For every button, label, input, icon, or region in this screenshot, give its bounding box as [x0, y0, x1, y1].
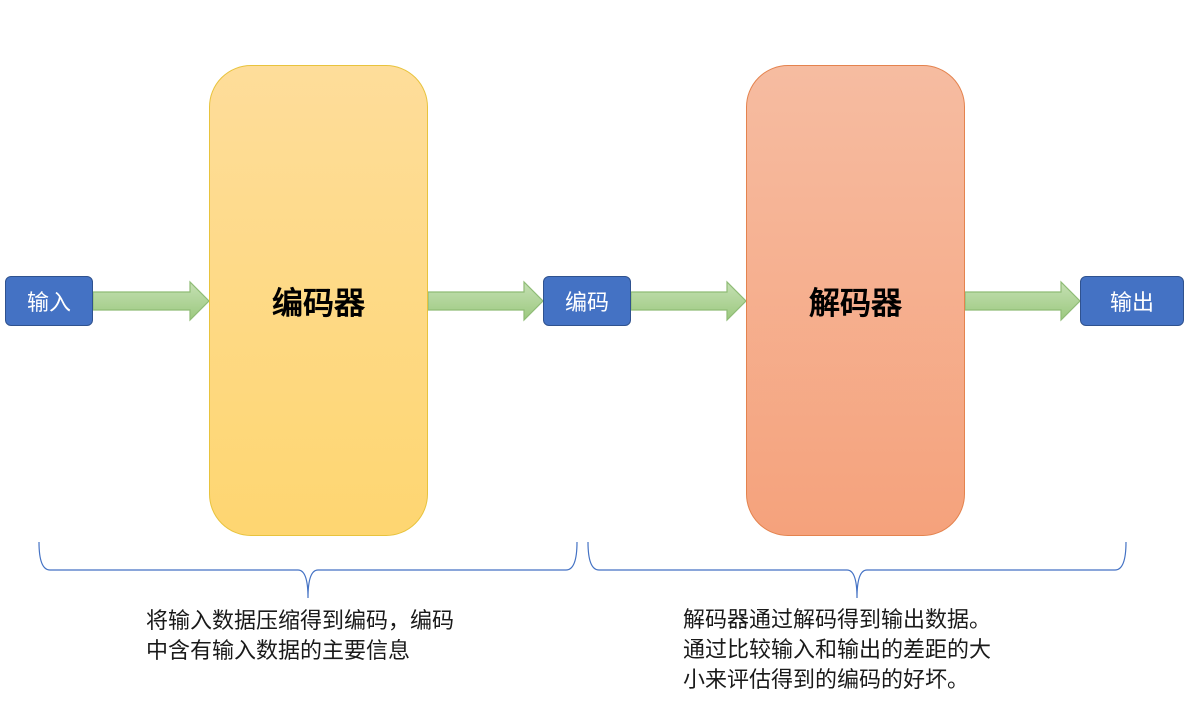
encoder-description: 将输入数据压缩得到编码，编码 中含有输入数据的主要信息 — [146, 607, 454, 667]
output-label: 输出 — [1109, 291, 1154, 316]
arrow-decoder-to-output — [964, 280, 1081, 322]
decoder-description-line: 小来评估得到的编码的好坏。 — [683, 668, 970, 693]
output-node: 输出 — [1080, 276, 1184, 326]
encoder-label: 编码器 — [272, 286, 365, 322]
code-label: 编码 — [564, 291, 609, 316]
arrow-input-to-encoder — [92, 280, 210, 322]
encoder-description-line: 中含有输入数据的主要信息 — [146, 639, 411, 664]
decoder-node: 解码器 — [746, 65, 965, 536]
encoder-node: 编码器 — [209, 65, 428, 536]
arrow-encoder-to-code — [427, 280, 544, 322]
decoder-label: 解码器 — [809, 286, 902, 322]
decoder-description: 解码器通过解码得到输出数据。 通过比较输入和输出的差距的大 小来评估得到的编码的… — [683, 606, 991, 696]
decoder-brace — [587, 541, 1127, 599]
input-node: 输入 — [5, 276, 93, 326]
input-label: 输入 — [26, 291, 71, 316]
decoder-description-line: 通过比较输入和输出的差距的大 — [683, 638, 992, 663]
decoder-description-line: 解码器通过解码得到输出数据。 — [683, 608, 992, 633]
code-node: 编码 — [543, 276, 631, 326]
encoder-description-line: 将输入数据压缩得到编码，编码 — [146, 609, 455, 634]
encoder-brace — [38, 541, 578, 599]
arrow-code-to-decoder — [630, 280, 747, 322]
